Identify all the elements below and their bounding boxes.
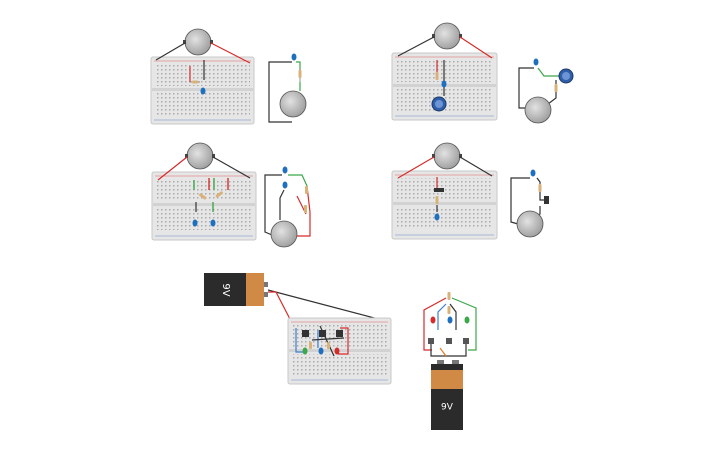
coin-cell-battery[interactable] [432,22,462,50]
wire-red[interactable] [268,291,293,324]
led-blue[interactable] [530,169,536,177]
resistor[interactable] [190,80,200,84]
wire-black[interactable] [449,303,457,330]
wire-black[interactable] [459,156,493,177]
circuit-4 [391,142,498,240]
led-blue[interactable] [200,87,206,95]
led-blue[interactable] [282,166,288,174]
schematic-3 [264,166,311,248]
led-green[interactable] [464,316,470,324]
led-red[interactable] [430,316,436,324]
led-blue[interactable] [291,53,297,61]
wire-black[interactable] [518,67,534,109]
pushbutton[interactable] [463,338,469,344]
schematic-2 [518,58,574,124]
wire-black[interactable] [267,289,387,322]
led-blue[interactable] [318,347,324,355]
resistor[interactable] [327,342,330,349]
coin-cell-battery[interactable] [185,142,215,170]
resistor[interactable] [198,193,207,200]
breadboard[interactable] [151,171,257,241]
wire-orange[interactable] [439,347,447,357]
wire-black[interactable] [268,61,292,123]
battery-9v[interactable]: 9V [204,273,268,306]
coin-cell-battery[interactable] [270,220,298,248]
pushbutton[interactable] [336,330,343,337]
coin-cell-battery[interactable] [516,210,544,238]
pushbutton[interactable] [434,188,444,192]
coin-cell-battery[interactable] [524,96,552,124]
wire-red[interactable] [423,297,447,351]
wire-red[interactable] [296,185,311,237]
battery-label: 9V [220,283,231,296]
pushbutton[interactable] [302,330,309,337]
pushbutton[interactable] [319,330,326,337]
resistor[interactable] [447,292,451,300]
wire-red[interactable] [459,36,493,59]
resistor[interactable] [538,184,542,192]
schematic-1 [268,53,307,123]
wire-black[interactable] [547,80,557,105]
potentiometer[interactable] [431,96,447,112]
led-red[interactable] [334,347,340,355]
resistor[interactable] [435,72,439,80]
wire-black[interactable] [212,156,251,179]
wire-red[interactable] [210,42,251,64]
resistor[interactable] [304,205,307,213]
resistor[interactable] [554,84,558,92]
wire-black[interactable] [279,189,285,220]
wire-green[interactable] [288,174,308,187]
led-blue[interactable] [434,213,440,221]
resistor[interactable] [435,196,439,204]
potentiometer[interactable] [558,68,574,84]
led-blue[interactable] [533,58,539,66]
led-green[interactable] [302,347,308,355]
circuit-5: 9V [204,273,392,385]
resistor[interactable] [447,306,451,314]
led-blue[interactable] [210,219,216,227]
pushbutton[interactable] [428,338,434,344]
led-blue[interactable] [282,181,288,189]
wire-red[interactable] [338,327,349,355]
circuit-1 [150,28,255,125]
coin-cell-battery[interactable] [432,142,462,170]
resistor[interactable] [298,68,302,82]
battery-label: 9V [441,403,454,413]
resistor[interactable] [309,342,312,349]
resistor[interactable] [305,186,308,194]
breadboard[interactable] [391,170,498,240]
pushbutton[interactable] [446,338,452,344]
led-blue[interactable] [441,80,447,88]
resistor[interactable] [215,191,224,198]
wire-red[interactable] [157,156,188,181]
circuit-2 [391,22,498,121]
wire-black[interactable] [430,344,467,357]
wire-black[interactable] [397,36,435,57]
wire-black[interactable] [311,337,345,341]
schematic-4 [510,169,549,238]
circuit-3 [151,142,257,241]
wire-black[interactable] [510,177,530,225]
wire-green[interactable] [451,297,477,351]
led-blue[interactable] [447,316,453,324]
schematic-5: 9V [423,292,477,430]
wire-red[interactable] [397,156,435,179]
pushbutton[interactable] [544,196,549,204]
breadboard[interactable] [391,52,498,121]
battery-9v[interactable]: 9V [431,360,463,430]
coin-cell-battery[interactable] [279,90,307,118]
wire-green[interactable] [537,67,560,77]
wire-black[interactable] [264,174,282,236]
wire-blue[interactable] [437,303,447,330]
wire-black[interactable] [155,42,186,61]
led-blue[interactable] [192,219,198,227]
coin-cell-battery[interactable] [183,28,213,56]
